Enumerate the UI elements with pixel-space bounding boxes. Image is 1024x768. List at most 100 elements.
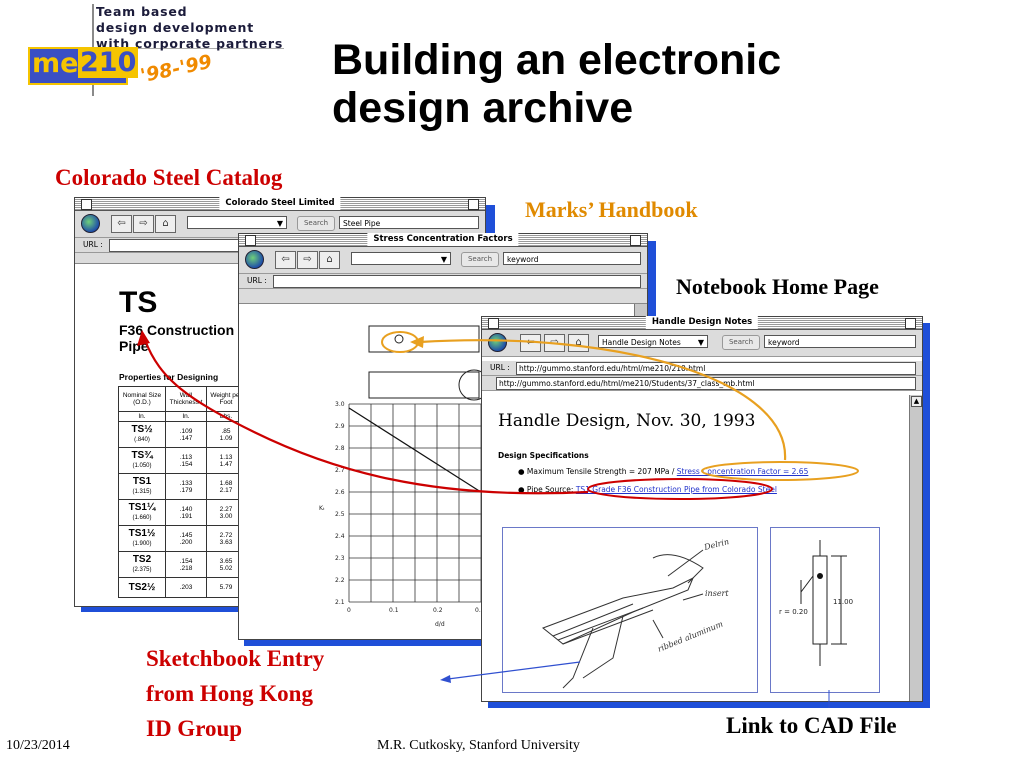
thickness-value: .218 [179, 564, 193, 572]
thickness-cell: .140.191 [165, 499, 207, 526]
home-icon[interactable]: ⌂ [568, 334, 589, 352]
forward-arrow-icon[interactable]: ⇨ [133, 215, 154, 233]
y-tick-label: 2.5 [335, 511, 345, 518]
scroll-up-arrow-icon[interactable]: ▲ [911, 396, 922, 407]
thickness-value: .200 [179, 538, 193, 546]
zoom-box[interactable] [905, 318, 916, 329]
url-label: URL : [247, 276, 267, 285]
caption-sketchbook-line-3: ID Group [146, 716, 243, 741]
k-curve [348, 407, 485, 495]
thickness-value: .179 [179, 486, 193, 494]
weight-value: 3.65 [219, 557, 233, 565]
size-cell: TS2(2.375) [118, 551, 166, 578]
cad-leader [800, 575, 814, 593]
history-dropdown[interactable]: Handle Design Notes▼ [598, 335, 708, 348]
window-titlebar[interactable]: Handle Design Notes [482, 316, 922, 330]
search-button[interactable]: Search [722, 335, 760, 350]
table-units-row: In. In. Lbs. [118, 411, 246, 422]
hole-icon [394, 334, 404, 344]
vertical-scrollbar[interactable]: ▲ [909, 395, 922, 701]
handle-sketch: Delrin insert ribbed aluminum [542, 537, 730, 689]
delrin-leader [667, 549, 704, 577]
size-label: TS¾ [131, 449, 153, 461]
x-tick-label: 0.3 [475, 607, 485, 614]
history-dropdown[interactable]: ▼ [351, 252, 451, 265]
zoom-box[interactable] [630, 235, 641, 246]
window-titlebar[interactable]: Colorado Steel Limited [75, 197, 485, 211]
url-field[interactable]: http://gummo.stanford.edu/html/me210/210… [516, 362, 916, 375]
y-tick-label: 2.1 [335, 599, 345, 606]
spec-item-1-text: ● Maximum Tensile Strength = 207 MPa / [518, 467, 677, 476]
caption-sketchbook-line-2: from Hong Kong [146, 681, 313, 706]
zoom-box[interactable] [468, 199, 479, 210]
cad-drawing: r = 0.20 11.00 [779, 540, 853, 666]
sketch-top [652, 554, 704, 584]
stress-factor-link[interactable]: Stress Concentration Factor = 2.65 [676, 467, 809, 476]
size-label: TS1 [132, 475, 152, 487]
logo-rule [94, 48, 284, 49]
keyword-field[interactable]: keyword [764, 335, 916, 348]
globe-icon[interactable] [488, 333, 507, 352]
url-field-2[interactable]: http://gummo.stanford.edu/html/me210/Stu… [496, 377, 916, 390]
catalog-subheading-line-2: Pipe [119, 338, 149, 354]
search-button[interactable]: Search [461, 252, 499, 267]
weight-value: 2.72 [219, 531, 233, 539]
weight-value: 3.63 [219, 538, 233, 546]
pipe-source-link[interactable]: TS1 Grade F36 Construction Pipe from Col… [575, 485, 777, 494]
sketch-note: insert [705, 589, 729, 598]
close-box[interactable] [488, 318, 499, 329]
back-arrow-icon[interactable]: ⇦ [520, 334, 541, 352]
table-unit-cell: In. [118, 411, 166, 422]
dropdown-value: Handle Design Notes [602, 338, 681, 347]
home-icon[interactable]: ⌂ [155, 215, 176, 233]
thickness-value: .113 [179, 453, 193, 461]
sketch-note: Delrin [702, 537, 730, 552]
y-tick-label: 2.4 [335, 533, 345, 540]
close-box[interactable] [245, 235, 256, 246]
y-tick-label: 3.0 [335, 401, 345, 408]
keyword-field[interactable]: Steel Pipe [339, 216, 479, 229]
logo-line-2: design development [96, 20, 254, 35]
thickness-value: .203 [179, 584, 193, 591]
thickness-cell: .109.147 [165, 421, 207, 448]
size-cell: TS¾(1.050) [118, 447, 166, 474]
home-icon[interactable]: ⌂ [319, 251, 340, 269]
size-label: TS2 [132, 553, 152, 565]
search-button[interactable]: Search [297, 216, 335, 231]
url-row: URL : [239, 274, 647, 289]
sketch-image[interactable]: Delrin insert ribbed aluminum [502, 527, 758, 693]
x-tick-label: 0.2 [433, 607, 443, 614]
url-field[interactable] [273, 275, 641, 288]
catalog-table-wrap: Nominal Size (O.D.) Wall Thickness t Wei… [118, 386, 246, 598]
chart-tick-labels: 3.0 2.9 2.8 2.7 2.6 2.5 2.4 2.3 2.2 2.1 … [319, 401, 485, 628]
cad-part-outline [812, 555, 828, 645]
size-cell: TS1½(1.900) [118, 525, 166, 552]
window-titlebar[interactable]: Stress Concentration Factors [239, 233, 647, 247]
back-arrow-icon[interactable]: ⇦ [111, 215, 132, 233]
caption-marks-handbook: Marks’ Handbook [525, 197, 698, 222]
thickness-value: .147 [179, 434, 193, 442]
notebook-page: Handle Design, Nov. 30, 1993 Design Spec… [482, 395, 909, 701]
globe-icon[interactable] [245, 250, 264, 269]
keyword-field[interactable]: keyword [503, 252, 641, 265]
forward-arrow-icon[interactable]: ⇨ [297, 251, 318, 269]
od-label: (1.050) [132, 462, 152, 469]
close-box[interactable] [81, 199, 92, 210]
slide-title-line-1: Building an electronic [332, 36, 782, 84]
back-arrow-icon[interactable]: ⇦ [275, 251, 296, 269]
od-label: (1.315) [132, 488, 152, 495]
forward-arrow-icon[interactable]: ⇨ [544, 334, 565, 352]
weight-value: 5.79 [219, 584, 233, 591]
size-cell: TS2½ [118, 577, 166, 598]
thickness-cell: .133.179 [165, 473, 207, 500]
caption-cad-file: Link to CAD File [726, 713, 897, 738]
globe-icon[interactable] [81, 214, 100, 233]
thickness-value: .109 [179, 427, 193, 435]
cad-image[interactable]: r = 0.20 11.00 [770, 527, 880, 693]
y-tick-label: 2.2 [335, 577, 345, 584]
od-label: (.840) [134, 436, 150, 443]
history-dropdown[interactable]: ▼ [187, 216, 287, 229]
size-cell: TS½(.840) [118, 421, 166, 448]
